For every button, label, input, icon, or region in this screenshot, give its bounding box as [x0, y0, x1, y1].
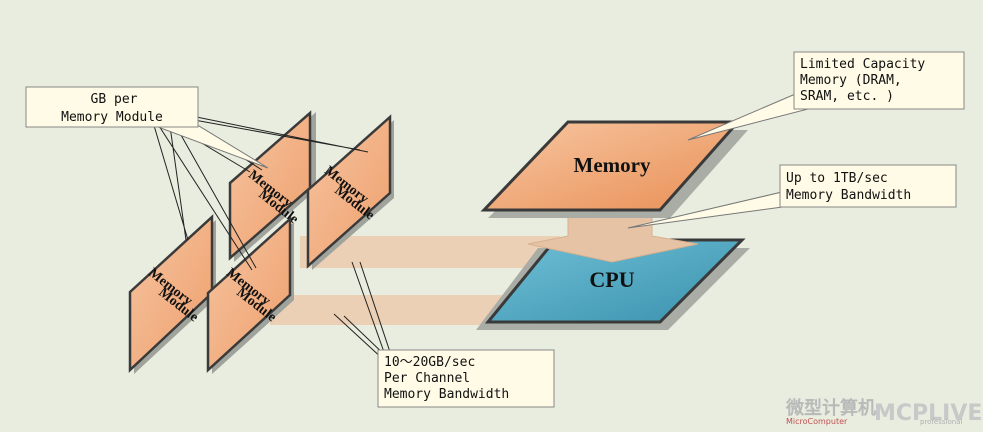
- callout-channel-line2: Per Channel: [384, 371, 470, 386]
- watermark-sub: professional: [920, 418, 962, 426]
- callout-gb-per-module: GB per Memory Module: [25, 86, 369, 271]
- memory-block: Memory: [480, 120, 748, 218]
- watermark-cn: 微型计算机: [785, 397, 876, 419]
- callout-bandwidth-1tb: Up to 1TB/sec Memory Bandwidth: [627, 164, 957, 229]
- memory-module-3: Memory Module: [128, 214, 216, 374]
- watermark-en: MicroComputer: [786, 417, 848, 426]
- callout-capacity-line1: Limited Capacity: [800, 57, 925, 72]
- callout-capacity-box: [793, 51, 965, 110]
- callout-limited-capacity: Limited Capacity Memory (DRAM, SRAM, etc…: [687, 51, 965, 141]
- cpu-plate: [484, 238, 746, 324]
- callout-channel-line3: Memory Bandwidth: [384, 387, 509, 402]
- memory-plate: [480, 120, 742, 212]
- callout-gb-line1: GB per: [91, 92, 138, 107]
- callout-channel-line1: 10～20GB/sec: [384, 355, 475, 370]
- callout-1tb-line2: Memory Bandwidth: [786, 188, 911, 203]
- module-4-plate: [206, 216, 292, 373]
- callout-capacity-line3: SRAM, etc. ): [800, 89, 894, 104]
- channel-upper: [300, 236, 560, 268]
- memory-module-2: Memory Module: [306, 114, 394, 270]
- callout-capacity-line2: Memory (DRAM,: [800, 73, 902, 88]
- callout-1tb-line1: Up to 1TB/sec: [786, 171, 888, 186]
- module-2-plate: [306, 114, 392, 269]
- cpu-label: CPU: [589, 267, 634, 292]
- callout-channel-leaders: [333, 261, 391, 361]
- memory-module-4: Memory Module: [206, 216, 294, 374]
- callout-gb-line2: Memory Module: [61, 110, 163, 125]
- memory-module-1: Memory Module: [228, 110, 316, 262]
- cpu-block: CPU: [476, 238, 750, 330]
- callout-channel-box: [377, 349, 555, 408]
- channel-lower: [270, 295, 520, 325]
- watermark: 微型计算机 MicroComputer MCPLIVE professional: [785, 397, 982, 426]
- watermark-brand: MCPLIVE: [874, 401, 982, 426]
- callout-gb-box: [25, 86, 199, 128]
- callout-1tb-box: [779, 164, 957, 208]
- memory-label: Memory: [574, 153, 651, 177]
- callout-channel-bandwidth: 10～20GB/sec Per Channel Memory Bandwidth: [333, 261, 555, 408]
- memory-channels: [270, 236, 560, 325]
